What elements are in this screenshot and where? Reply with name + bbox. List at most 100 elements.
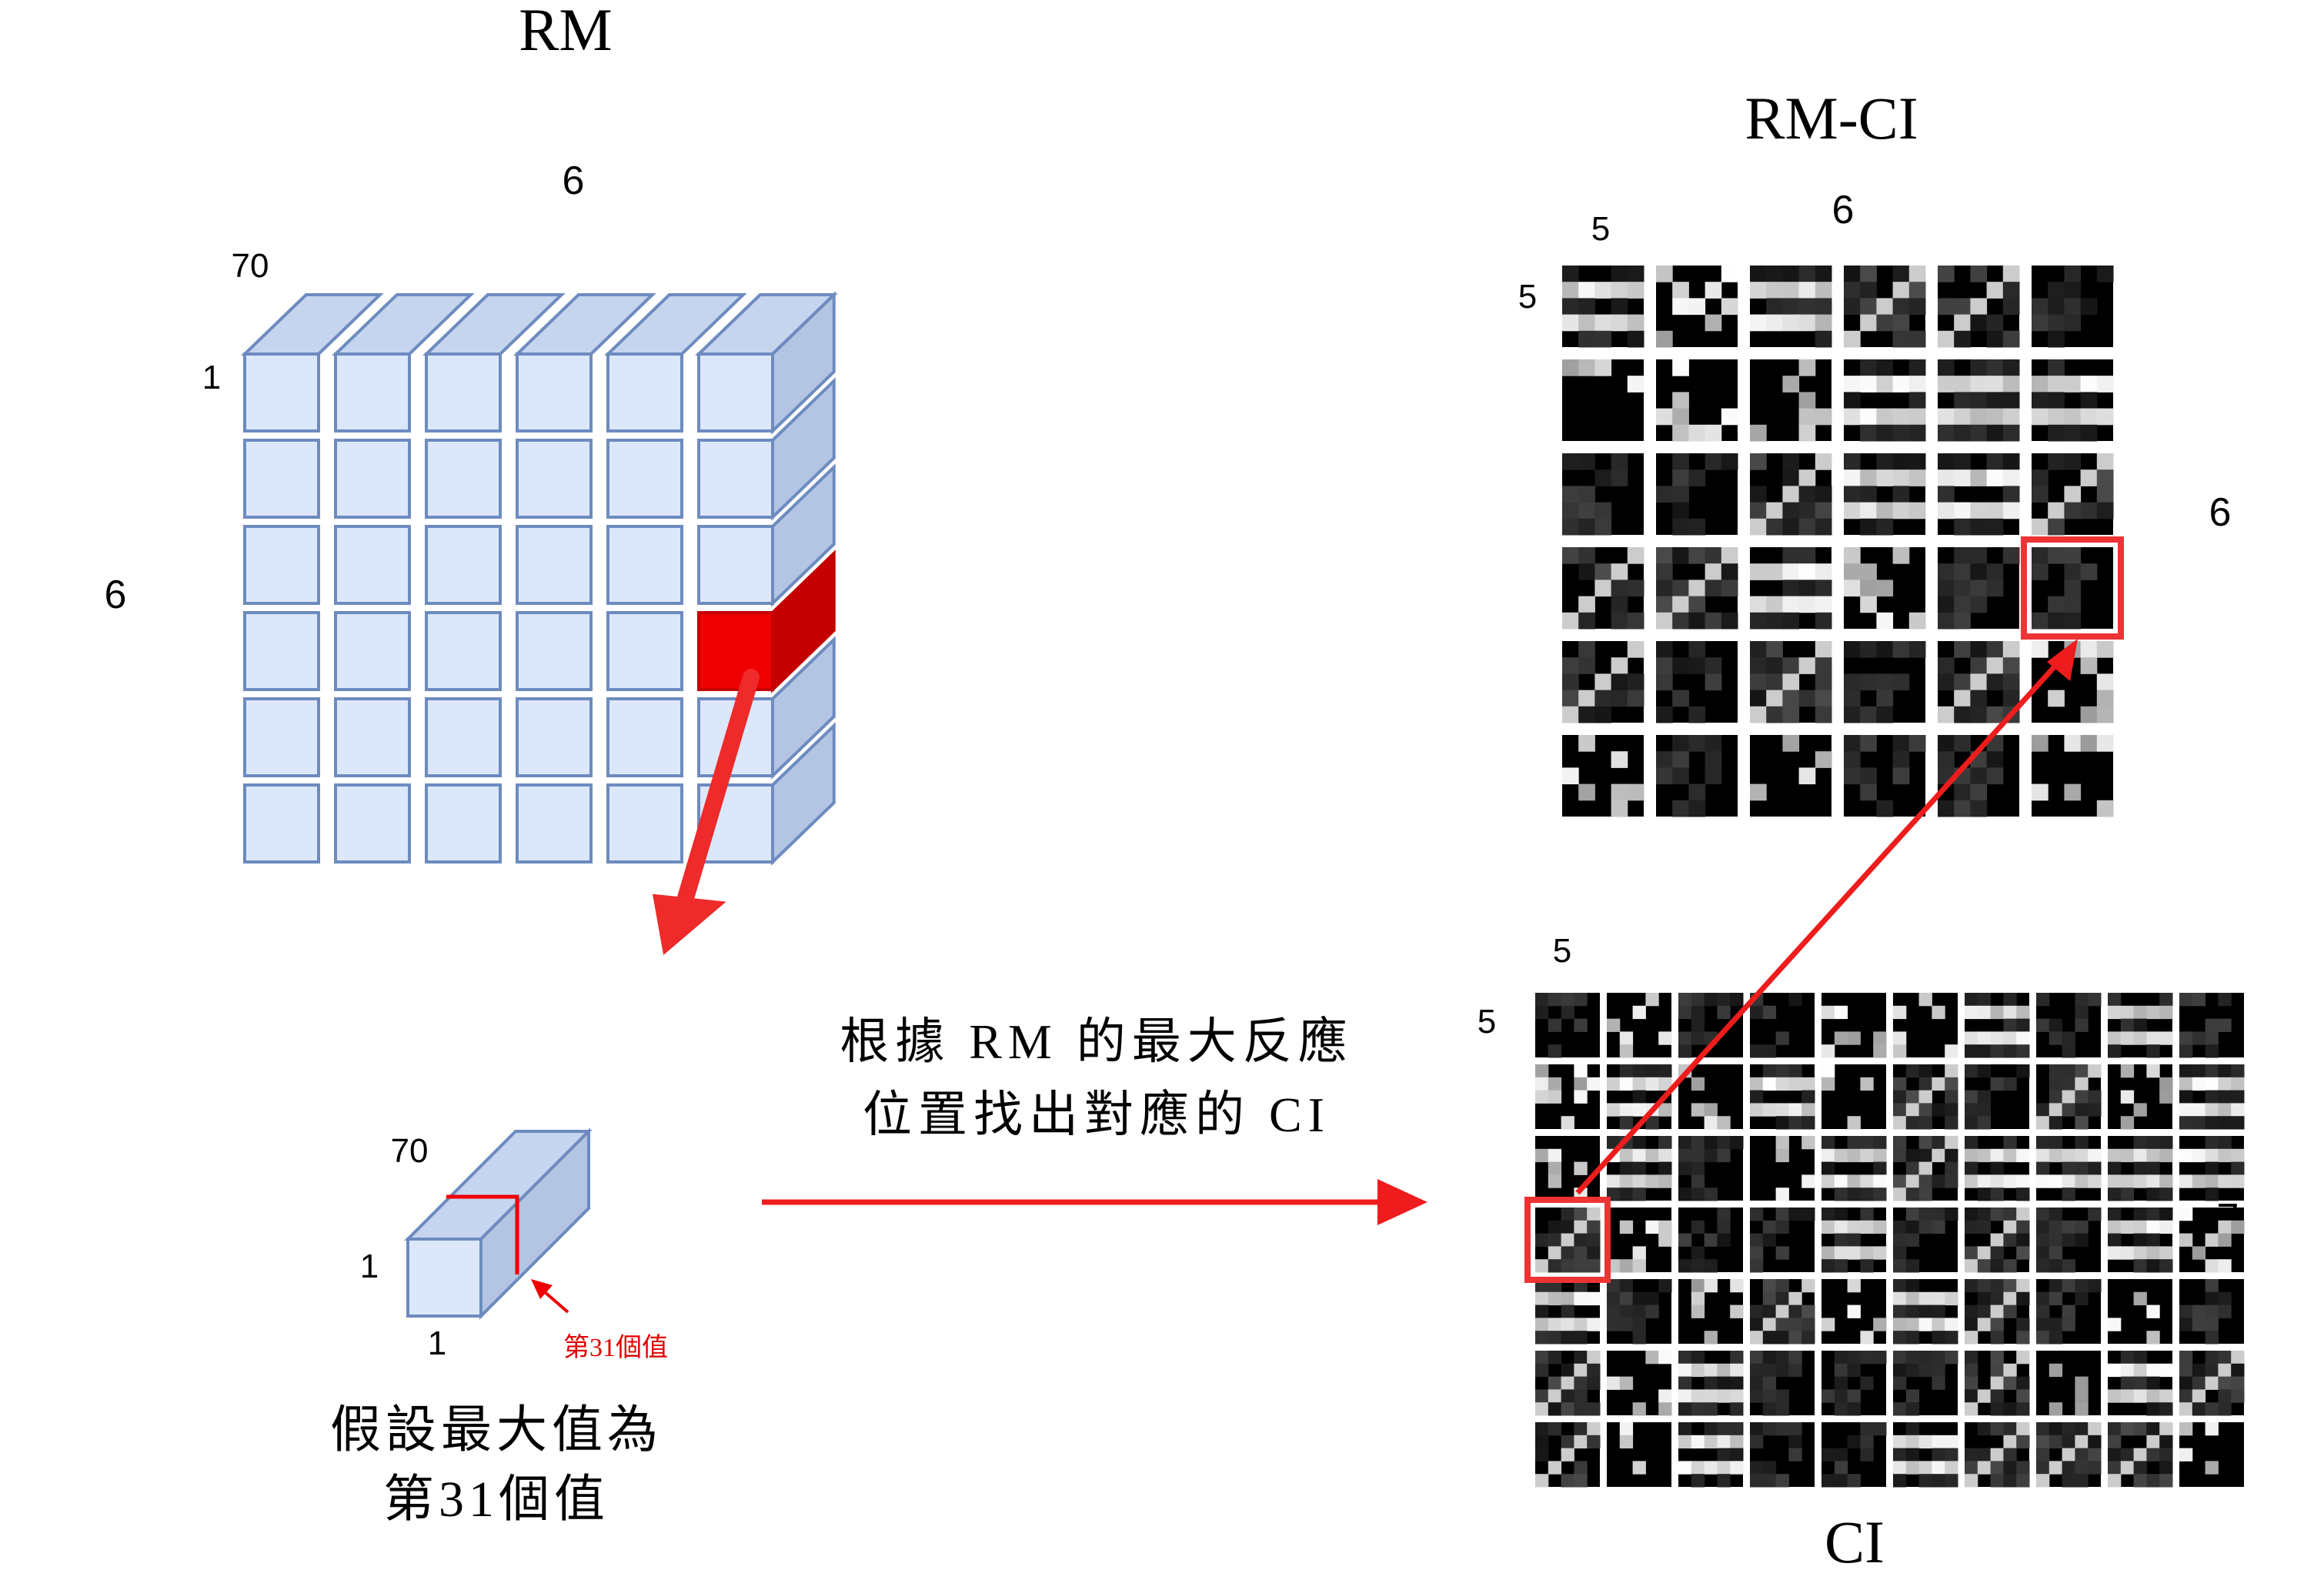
image-patch: [1656, 641, 1738, 723]
rm-cell: [516, 439, 593, 519]
rm-cell: [516, 697, 593, 777]
ci-title: CI: [1825, 1508, 1885, 1570]
rm-cell: [606, 783, 683, 864]
image-patch: [2179, 1136, 2245, 1201]
rm-title: RM: [519, 0, 612, 63]
rm-cell: [425, 783, 502, 864]
flow-arrow: [762, 1179, 1427, 1225]
rm-cell: [334, 439, 411, 519]
image-patch: [1607, 1279, 1672, 1345]
rm-cell: [516, 611, 593, 691]
image-patch: [2032, 547, 2113, 630]
rm-cell: [606, 697, 683, 777]
rm-cell: [243, 783, 320, 864]
caption-line-1: 假設最大值為: [330, 1402, 663, 1458]
rm-cell: [425, 611, 502, 691]
image-patch: [2108, 1422, 2173, 1488]
image-patch: [1750, 359, 1832, 442]
image-patch: [1607, 1136, 1672, 1201]
image-patch: [1938, 359, 2020, 442]
ci-patch-width: 5: [1553, 932, 1571, 970]
rm-ci-title: RM-CI: [1745, 85, 1918, 152]
image-patch: [2179, 993, 2244, 1058]
ci-patch-height: 5: [1478, 1003, 1496, 1041]
image-patch: [1821, 1136, 1887, 1201]
image-patch: [1656, 453, 1738, 536]
image-patch: [1844, 359, 1926, 442]
image-patch: [2032, 266, 2114, 348]
rm-cell: [697, 463, 836, 607]
rm-cell: [695, 291, 838, 435]
image-patch: [1844, 266, 1926, 348]
value-pointer-arrow: [531, 1279, 569, 1314]
rm-cell: [334, 525, 411, 605]
rm-ci-label-top: 6: [1832, 188, 1855, 232]
image-patch: [1821, 1351, 1887, 1416]
image-patch: [1965, 1351, 2030, 1416]
image-patch: [1938, 547, 2020, 630]
image-patch: [1750, 266, 1832, 348]
image-patch: [1750, 735, 1832, 817]
image-patch: [1893, 1064, 1958, 1130]
image-patch: [1535, 1422, 1601, 1488]
rm-label-left: 6: [105, 573, 127, 617]
correspondence-arrow: [1575, 639, 2078, 1195]
image-patch: [1965, 993, 2030, 1058]
rm-cell: [334, 697, 411, 777]
image-patch: [1938, 641, 2020, 723]
rm-label-row: 1: [202, 359, 221, 396]
rm-cell-highlighted: [697, 550, 836, 693]
image-patch: [1750, 641, 1832, 723]
image-patch: [1893, 1208, 1958, 1273]
image-patch: [1893, 1279, 1958, 1345]
image-patch: [1535, 1136, 1600, 1201]
image-patch: [1750, 547, 1832, 630]
image-patch: [1938, 266, 2020, 348]
image-patch: [1821, 1422, 1887, 1488]
rm-cell: [516, 783, 593, 864]
image-patch: [1750, 1208, 1815, 1273]
image-patch: [1607, 993, 1672, 1058]
image-patch: [1656, 735, 1738, 817]
image-patch: [1678, 1279, 1744, 1345]
rm-ci-patch-width: 5: [1591, 210, 1610, 248]
image-patch: [2036, 1064, 2102, 1130]
image-patch: [1656, 266, 1738, 348]
image-patch: [1607, 1422, 1671, 1487]
image-patch: [1562, 453, 1644, 536]
image-patch: [1562, 547, 1644, 630]
small-block-width: 1: [428, 1324, 446, 1362]
image-patch: [2036, 993, 2102, 1058]
image-patch: [1535, 1064, 1601, 1130]
image-patch: [2179, 1208, 2245, 1273]
image-patch: [1678, 1351, 1744, 1416]
rm-cell: [604, 293, 747, 433]
rm-cell: [606, 611, 683, 691]
rm-cell: [243, 697, 320, 777]
image-patch: [1965, 1208, 2030, 1273]
image-patch: [1678, 1422, 1744, 1488]
image-patch: [1938, 453, 2020, 536]
rm-ci-patch-grid: [1562, 266, 2114, 817]
image-patch: [1656, 359, 1738, 442]
rm-cell: [425, 697, 502, 777]
image-patch: [1607, 1351, 1672, 1416]
image-patch: [2036, 1351, 2101, 1416]
image-patch: [1821, 1279, 1887, 1345]
image-patch: [2036, 1136, 2102, 1201]
rm-cell: [334, 783, 411, 864]
image-patch: [1965, 1064, 2030, 1130]
image-patch: [1535, 1279, 1601, 1345]
image-patch: [1821, 1064, 1886, 1130]
image-patch: [1821, 1208, 1887, 1273]
rm-cell: [334, 611, 411, 691]
single-column-block: [404, 1127, 593, 1320]
image-patch: [1893, 1422, 1958, 1488]
image-patch: [2032, 453, 2114, 536]
rm-ci-highlight-box: [2021, 536, 2124, 640]
rm-cell: [697, 722, 836, 866]
image-patch: [1562, 641, 1644, 723]
flow-text-line-1: 根據 RM 的最大反應: [840, 1014, 1354, 1069]
image-patch: [1965, 1279, 2030, 1345]
image-patch: [2179, 1064, 2245, 1130]
